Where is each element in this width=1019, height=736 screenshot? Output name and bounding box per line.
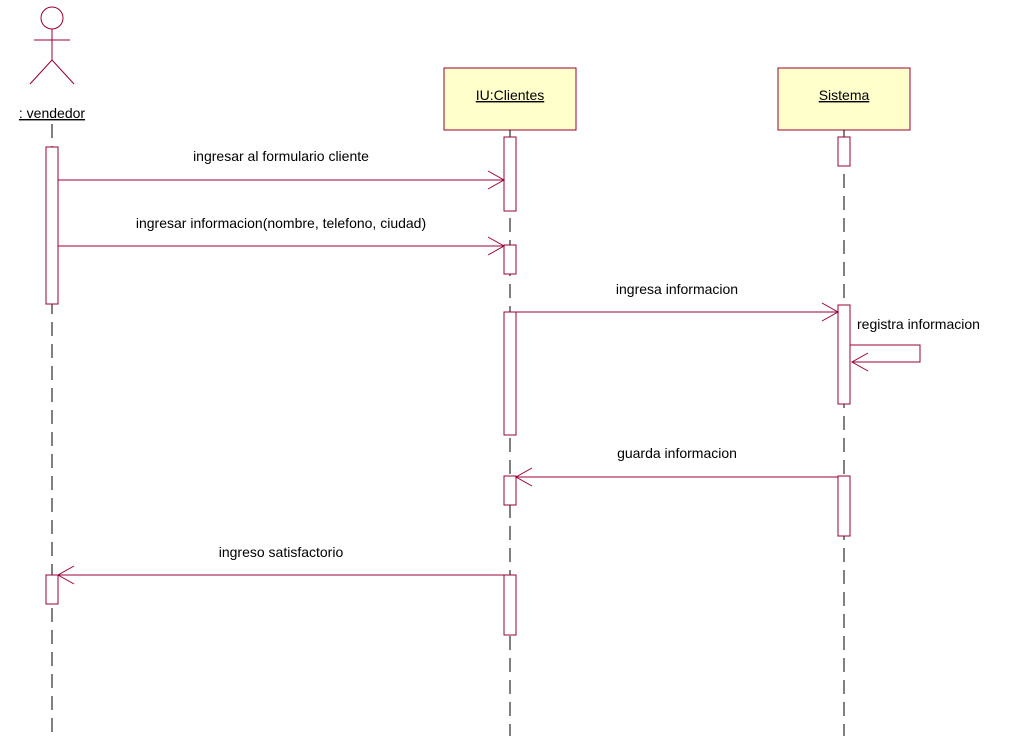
arrowhead-icon [56,565,75,585]
activation-iu-clientes-1 [503,136,517,212]
message-label: ingresar al formulario cliente [193,148,369,164]
message-ingresar-formulario: ingresar al formulario cliente [58,148,506,190]
message-ingresar-informacion: ingresar informacion(nombre, telefono, c… [58,215,506,256]
activation-sistema-1 [837,136,851,167]
object-iu-clientes: IU:Clientes [443,67,577,131]
message-label: guarda informacion [617,445,737,461]
message-ingresa-informacion: ingresa informacion [516,281,840,322]
activation-sistema-3 [837,475,851,537]
activation-sistema-2 [837,304,851,405]
arrowhead-icon [821,302,840,322]
activation-vendedor-2 [45,574,59,605]
object-sistema: Sistema [777,67,911,131]
message-label: ingresar informacion(nombre, telefono, c… [136,215,426,231]
arrowhead-icon [487,170,506,190]
object-label-sistema: Sistema [819,87,870,103]
activation-vendedor-1 [45,146,59,305]
activation-iu-clientes-2 [503,244,517,275]
arrowhead-icon [514,467,533,487]
message-label: ingreso satisfactorio [219,544,344,560]
object-box-sistema [777,67,911,131]
actor-figure-icon [29,6,75,85]
actor-vendedor: : vendedor [19,6,85,121]
arrowhead-icon [850,352,869,372]
object-box-iu-clientes [443,67,577,131]
activation-iu-clientes-5 [503,574,517,636]
object-label-iu-clientes: IU:Clientes [476,87,544,103]
arrowhead-icon [487,236,506,256]
message-ingreso-satisfactorio: ingreso satisfactorio [56,544,504,585]
message-guarda-informacion: guarda informacion [514,445,838,487]
activation-iu-clientes-4 [503,475,517,506]
activation-iu-clientes-3 [503,311,517,436]
message-registra-informacion: registra informacion [850,316,980,372]
actor-label: : vendedor [19,105,85,121]
message-label: registra informacion [857,316,980,332]
message-label: ingresa informacion [616,281,738,297]
